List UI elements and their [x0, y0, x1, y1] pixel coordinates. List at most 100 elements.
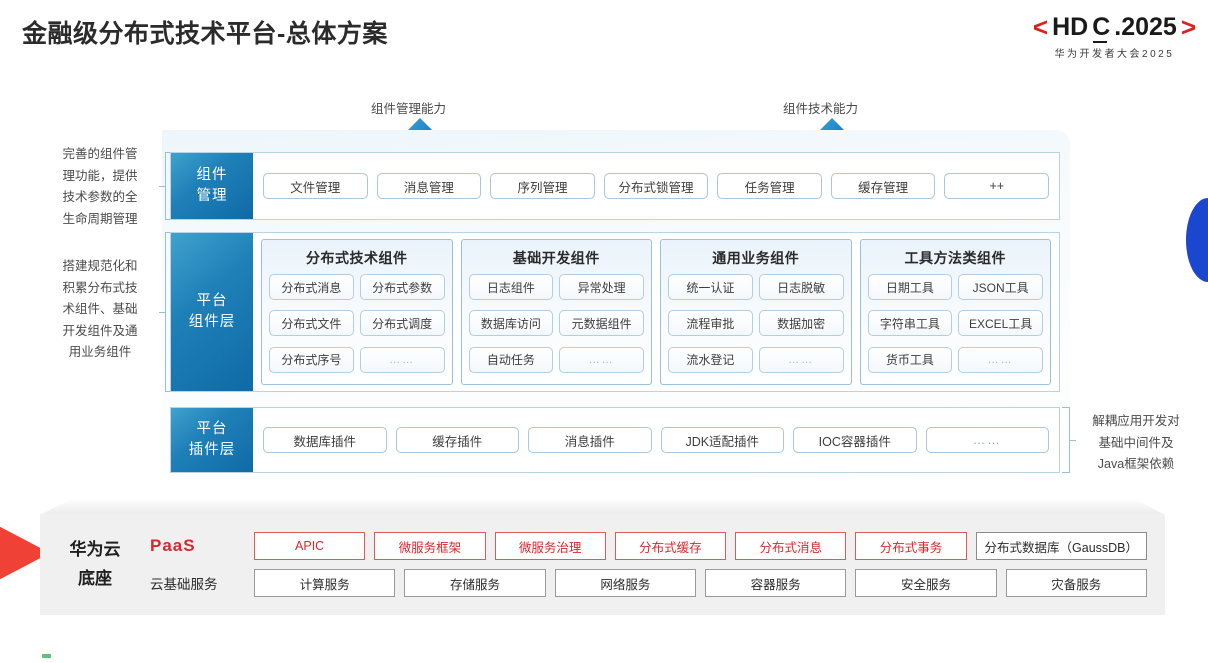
cell-metadata-component[interactable]: 元数据组件	[559, 310, 644, 337]
layer-body-component-management: 文件管理 消息管理 序列管理 分布式锁管理 任务管理 缓存管理 ++	[253, 153, 1059, 219]
basic-services-row-tag: 云基础服务	[150, 577, 218, 592]
cell-process-approval[interactable]: 流程审批	[668, 310, 753, 337]
chip-jdk-adapter-plugin[interactable]: JDK适配插件	[660, 427, 784, 453]
chip-cache-plugin[interactable]: 缓存插件	[395, 427, 519, 453]
layer-tag-line-1: 平台	[196, 420, 228, 437]
layer-tag-line-2: 管理	[196, 188, 228, 204]
group-grid: 日志组件 异常处理 数据库访问 元数据组件 自动任务 ……	[468, 274, 644, 378]
chip-message-management[interactable]: 消息管理	[376, 173, 482, 199]
basic-item-dr-service[interactable]: 灾备服务	[1005, 569, 1147, 597]
group-basic-dev-components: 基础开发组件 日志组件 异常处理 数据库访问 元数据组件 自动任务 ……	[460, 239, 652, 385]
note-right-line-1: 解耦应用开发对	[1092, 414, 1180, 428]
layer-tag-platform-plugin: 平台 插件层	[171, 408, 253, 472]
cell-log-component[interactable]: 日志组件	[468, 274, 554, 300]
cell-transaction-record[interactable]: 流水登记	[668, 346, 753, 373]
cell-currency-tool[interactable]: 货币工具	[867, 346, 953, 373]
paas-item-distributed-transaction[interactable]: 分布式事务	[855, 532, 967, 560]
cell-date-tool[interactable]: 日期工具	[867, 274, 953, 300]
cell-auto-task[interactable]: 自动任务	[468, 346, 554, 373]
slab-face: 华为云 底座 PaaS APIC 微服务框架 微服务治理 分布式缓存 分布式消息…	[40, 514, 1165, 615]
note-left-top: 完善的组件管 理功能，提供 技术参数的全 生命周期管理	[40, 144, 160, 230]
paas-item-microservice-governance[interactable]: 微服务治理	[494, 532, 606, 560]
cell-more-dots[interactable]: ……	[758, 346, 844, 373]
layer-platform-component: 平台 组件层 分布式技术组件 分布式消息 分布式参数 分布式文件 分布式调度 分…	[170, 232, 1060, 392]
hdc-logo-text-c: C	[1092, 12, 1111, 43]
basic-item-compute-service[interactable]: 计算服务	[254, 569, 396, 597]
chip-ioc-container-plugin[interactable]: IOC容器插件	[793, 427, 917, 453]
paas-item-microservice-framework[interactable]: 微服务框架	[374, 532, 486, 560]
note-left-bottom: 搭建规范化和 积累分布式技 术组件、基础 开发组件及通 用业务组件	[40, 256, 160, 364]
hdc-logo-text-post: .2025	[1114, 12, 1177, 41]
layer-platform-plugin: 平台 插件层 数据库插件 缓存插件 消息插件 JDK适配插件 IOC容器插件 ……	[170, 407, 1060, 473]
chip-distributed-lock-management[interactable]: 分布式锁管理	[603, 173, 709, 199]
group-grid: 统一认证 日志脱敏 流程审批 数据加密 流水登记 ……	[668, 274, 844, 378]
cell-log-desensitization[interactable]: 日志脱敏	[758, 274, 844, 300]
note-left-top-line-3: 技术参数的全	[62, 190, 138, 204]
arrow-label-right: 组件技术能力	[783, 102, 859, 116]
cell-distributed-schedule[interactable]: 分布式调度	[359, 310, 445, 337]
basic-item-security-service[interactable]: 安全服务	[855, 569, 997, 597]
layer-tag-platform-component: 平台 组件层	[171, 233, 253, 391]
group-grid: 分布式消息 分布式参数 分布式文件 分布式调度 分布式序号 ……	[269, 274, 445, 378]
cell-distributed-file[interactable]: 分布式文件	[269, 310, 354, 337]
chip-cache-management[interactable]: 缓存管理	[830, 173, 936, 199]
cell-unified-auth[interactable]: 统一认证	[668, 274, 753, 300]
note-left-bottom-line-5: 用业务组件	[68, 345, 132, 359]
note-left-bottom-line-3: 术组件、基础	[62, 302, 138, 316]
cloud-base-label-line-1: 华为云	[69, 540, 121, 560]
group-title: 工具方法类组件	[904, 250, 1006, 266]
group-title: 基础开发组件	[512, 250, 600, 266]
chip-task-management[interactable]: 任务管理	[717, 173, 822, 199]
layer-tag-line-1: 组件	[196, 166, 228, 183]
bracket-nub	[1069, 440, 1076, 441]
cloud-base-slab: 华为云 底座 PaaS APIC 微服务框架 微服务治理 分布式缓存 分布式消息…	[40, 498, 1165, 615]
paas-item-distributed-database[interactable]: 分布式数据库（GaussDB）	[975, 532, 1147, 560]
cloud-base-rows: PaaS APIC 微服务框架 微服务治理 分布式缓存 分布式消息 分布式事务 …	[150, 532, 1165, 597]
green-tick-decoration	[42, 654, 51, 658]
basic-item-storage-service[interactable]: 存储服务	[404, 569, 546, 597]
layer-tag-line-1: 平台	[196, 292, 228, 309]
cell-exception-handling[interactable]: 异常处理	[559, 274, 644, 300]
paas-item-apic[interactable]: APIC	[254, 532, 366, 560]
chip-more-dots[interactable]: ……	[925, 427, 1049, 453]
cell-json-tool[interactable]: JSON工具	[958, 274, 1043, 300]
cell-distributed-sequence[interactable]: 分布式序号	[269, 346, 354, 373]
cell-data-encryption[interactable]: 数据加密	[758, 310, 844, 337]
basic-item-network-service[interactable]: 网络服务	[554, 569, 696, 597]
cell-excel-tool[interactable]: EXCEL工具	[958, 310, 1043, 337]
note-left-top-line-4: 生命周期管理	[62, 211, 138, 226]
cell-more-dots[interactable]: ……	[958, 346, 1043, 373]
paas-item-distributed-message[interactable]: 分布式消息	[735, 532, 847, 560]
chip-message-plugin[interactable]: 消息插件	[528, 427, 652, 453]
cell-database-access[interactable]: 数据库访问	[468, 310, 554, 337]
layer-tag-line-2: 插件层	[188, 442, 236, 458]
cell-more-dots[interactable]: ……	[359, 346, 445, 373]
paas-item-distributed-cache[interactable]: 分布式缓存	[614, 532, 727, 560]
slab-top-bevel	[40, 498, 1165, 515]
cell-distributed-message[interactable]: 分布式消息	[269, 274, 354, 300]
note-left-top-line-1: 完善的组件管	[62, 147, 138, 161]
chip-file-management[interactable]: 文件管理	[263, 173, 368, 199]
note-left-bottom-line-1: 搭建规范化和	[62, 259, 138, 273]
platform-component-groups: 分布式技术组件 分布式消息 分布式参数 分布式文件 分布式调度 分布式序号 ………	[253, 233, 1059, 391]
cell-string-tool[interactable]: 字符串工具	[867, 310, 953, 337]
chip-sequence-management[interactable]: 序列管理	[490, 173, 595, 199]
page-title: 金融级分布式技术平台-总体方案	[22, 20, 388, 48]
basic-item-container-service[interactable]: 容器服务	[704, 569, 847, 597]
cell-distributed-parameter[interactable]: 分布式参数	[359, 274, 445, 300]
chip-database-plugin[interactable]: 数据库插件	[263, 427, 387, 453]
cloud-base-label: 华为云 底座	[40, 536, 150, 592]
note-left-bottom-line-4: 开发组件及通	[62, 323, 138, 338]
layer-component-management: 组件 管理 文件管理 消息管理 序列管理 分布式锁管理 任务管理 缓存管理 ++	[170, 152, 1060, 220]
group-title: 分布式技术组件	[306, 250, 408, 266]
paas-row: PaaS APIC 微服务框架 微服务治理 分布式缓存 分布式消息 分布式事务 …	[150, 532, 1147, 560]
group-tool-method-components: 工具方法类组件 日期工具 JSON工具 字符串工具 EXCEL工具 货币工具 ……	[859, 239, 1051, 385]
cloud-base-label-line-2: 底座	[78, 568, 112, 588]
cell-more-dots[interactable]: ……	[559, 346, 644, 373]
note-right-line-2: 基础中间件及	[1098, 435, 1174, 450]
chip-add-more[interactable]: ++	[944, 173, 1050, 199]
bracket-left-top	[159, 152, 173, 220]
arrow-label-left: 组件管理能力	[371, 102, 447, 116]
